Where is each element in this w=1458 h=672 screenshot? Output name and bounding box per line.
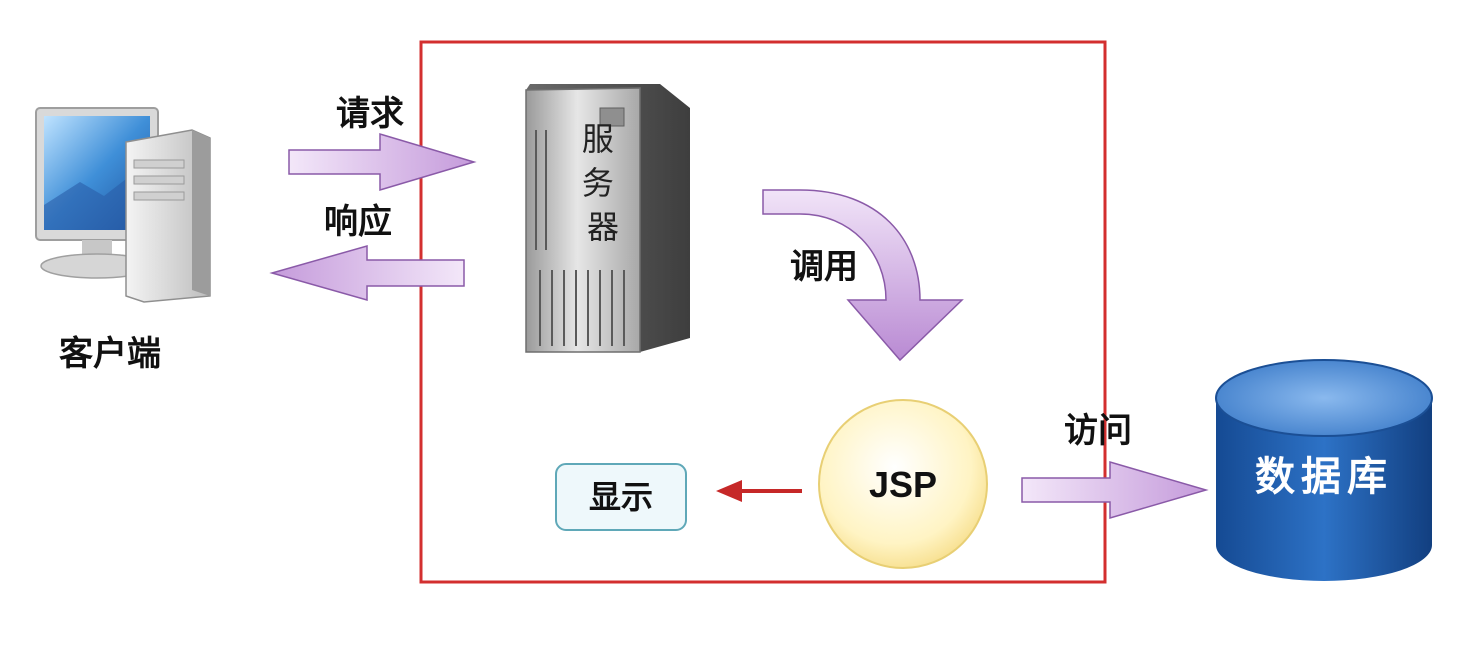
server-tower-icon bbox=[525, 84, 690, 353]
access-arrow bbox=[1021, 461, 1209, 519]
desktop-computer-icon bbox=[35, 107, 211, 303]
request-arrow bbox=[288, 132, 477, 192]
access-label: 访问 bbox=[1064, 411, 1132, 451]
invoke-arrow bbox=[762, 189, 964, 362]
client-label: 客户端 bbox=[59, 334, 161, 374]
response-label: 响应 bbox=[324, 202, 392, 242]
server-container-frame bbox=[419, 40, 1107, 584]
jsp-label: JSP bbox=[869, 464, 937, 505]
response-arrow bbox=[269, 245, 465, 301]
database-label: 数据库 bbox=[1255, 454, 1393, 500]
invoke-label: 调用 bbox=[790, 247, 858, 287]
display-label: 显示 bbox=[589, 478, 653, 516]
request-label: 请求 bbox=[336, 94, 404, 134]
server-label: 服 务 器 bbox=[582, 120, 624, 246]
jsp-node bbox=[818, 399, 988, 569]
display-arrow bbox=[716, 480, 802, 502]
database-cylinder-icon bbox=[1215, 359, 1433, 581]
display-box bbox=[555, 463, 687, 531]
